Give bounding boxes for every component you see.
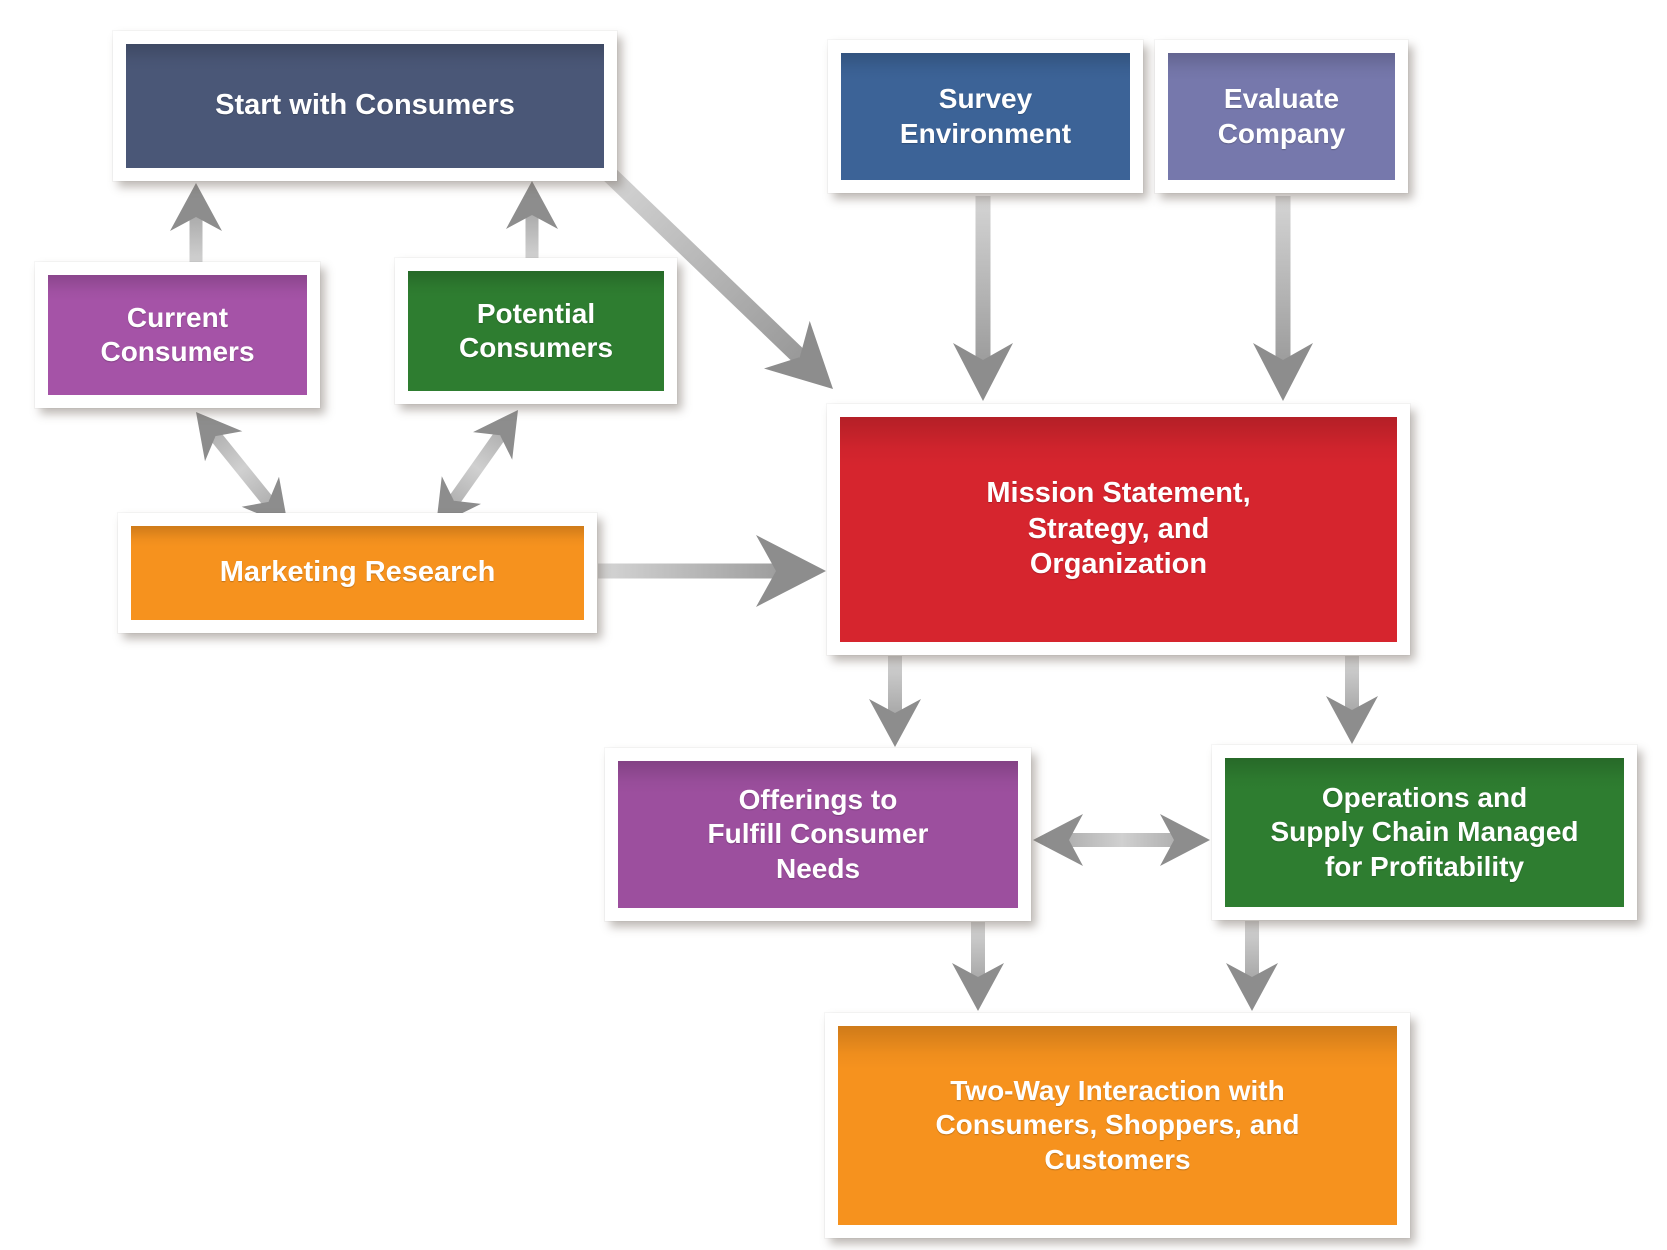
node-mission-statement-label: Mission Statement, Strategy, and Organiz… (840, 417, 1397, 642)
node-evaluate-company: Evaluate Company (1155, 40, 1408, 193)
node-survey-environment-label: Survey Environment (841, 53, 1130, 180)
node-offerings-label: Offerings to Fulfill Consumer Needs (618, 761, 1018, 908)
node-mission-statement-strategy-organization: Mission Statement, Strategy, and Organiz… (827, 404, 1410, 655)
arrow-offerings-to-twoway (952, 922, 1004, 1011)
node-current-consumers-label: Current Consumers (48, 275, 307, 395)
node-two-way-interaction: Two-Way Interaction with Consumers, Shop… (825, 1013, 1410, 1238)
arrow-marketing-to-mission (598, 535, 826, 607)
node-marketing-research-label: Marketing Research (131, 526, 584, 620)
arrow-evaluate-to-mission (1253, 196, 1313, 401)
arrow-start-to-mission (600, 164, 833, 389)
arrow-potential-to-start (506, 181, 558, 262)
arrow-mission-to-offerings (869, 656, 921, 747)
arrow-current-to-start (170, 183, 222, 266)
node-operations-and-supply-chain: Operations and Supply Chain Managed for … (1212, 745, 1637, 920)
arrow-survey-to-mission (953, 196, 1013, 401)
node-potential-consumers-label: Potential Consumers (408, 271, 664, 391)
arrow-operations-to-twoway (1226, 921, 1278, 1011)
node-potential-consumers: Potential Consumers (395, 258, 677, 404)
node-survey-environment: Survey Environment (828, 40, 1143, 193)
arrow-offerings-to-operations (1033, 814, 1210, 866)
arrow-current-to-marketing (196, 412, 288, 526)
node-offerings-to-fulfill-consumer-needs: Offerings to Fulfill Consumer Needs (605, 748, 1031, 921)
node-operations-label: Operations and Supply Chain Managed for … (1225, 758, 1624, 907)
node-evaluate-company-label: Evaluate Company (1168, 53, 1395, 180)
node-marketing-research: Marketing Research (118, 513, 597, 633)
node-start-with-consumers-label: Start with Consumers (126, 44, 604, 168)
node-start-with-consumers: Start with Consumers (113, 31, 617, 181)
node-current-consumers: Current Consumers (35, 262, 320, 408)
node-two-way-interaction-label: Two-Way Interaction with Consumers, Shop… (838, 1026, 1397, 1225)
arrow-potential-to-marketing (436, 410, 518, 526)
arrow-mission-to-operations (1326, 656, 1378, 744)
